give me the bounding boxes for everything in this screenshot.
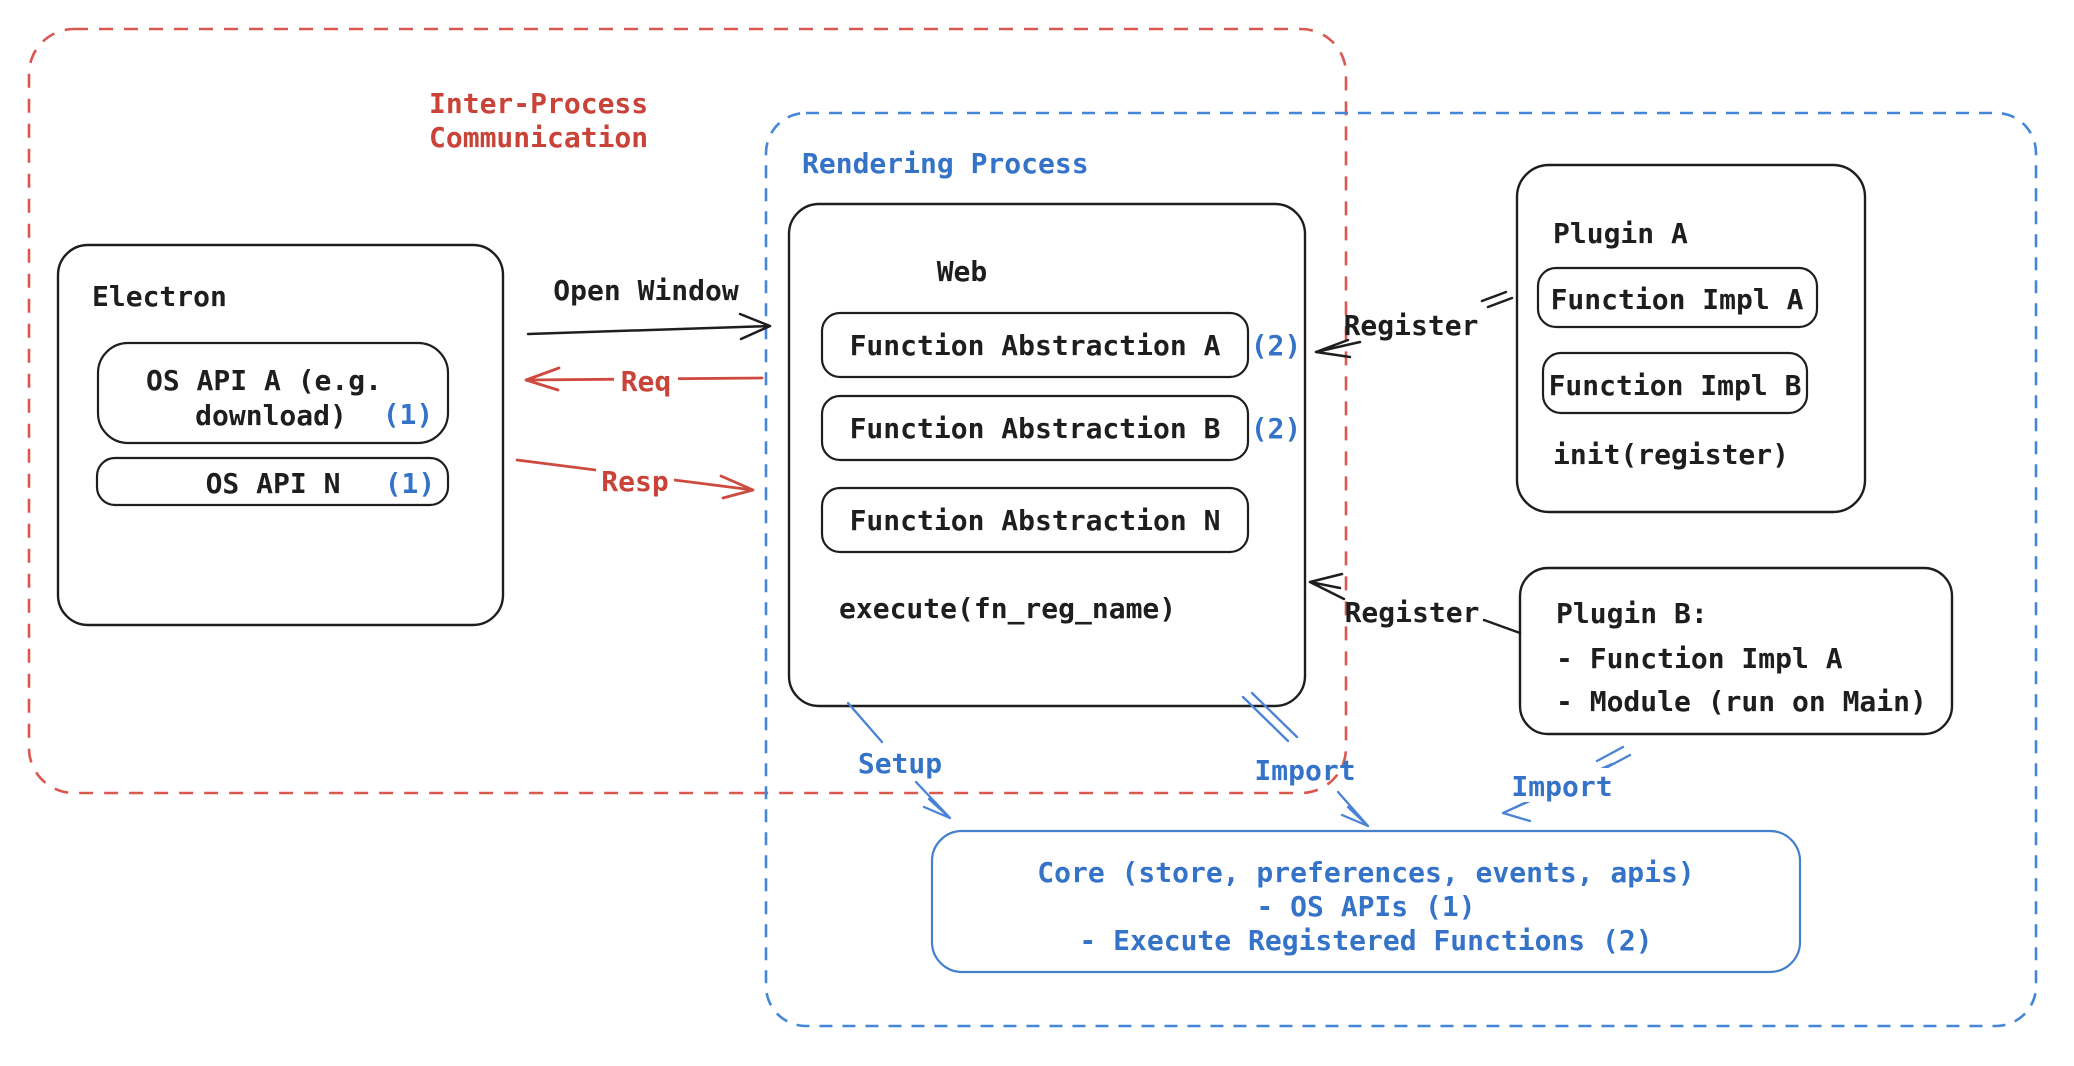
core-line1: Core (store, preferences, events, apis) [1037,856,1694,889]
setup-label: Setup [858,747,942,780]
function-abstraction-b-label: Function Abstraction B [850,412,1221,445]
register-bottom-head [1308,572,1346,601]
os-api-a-label-line2: download) [195,399,347,432]
setup-arrow: Setup [846,701,952,820]
function-abstraction-b-box [820,394,1250,462]
resp-label: Resp [601,465,668,498]
register-bottom-label: Register [1345,596,1480,629]
plugin-b-node: Plugin B: - Function Impl A - Module (ru… [1518,566,1954,736]
register-top-arrow: Register [1314,290,1514,359]
import-web-label: Import [1254,754,1355,787]
register-top-label: Register [1344,309,1479,342]
function-impl-a-box [1536,266,1819,329]
os-api-n-label: OS API N [206,467,341,500]
function-impl-a-label: Function Impl A [1551,283,1804,316]
function-impl-b-label: Function Impl B [1549,369,1802,402]
register-top-head [1314,338,1362,359]
core-line2: - OS APIs (1) [1256,890,1475,923]
rendering-region-title: Rendering Process [802,147,1089,180]
plugin-b-item-2: - Module (run on Main) [1556,685,1927,718]
import-web-segment1 [1241,691,1299,743]
ipc-region-title-line1: Inter-Process [429,87,648,120]
setup-arrow-segment1 [846,701,884,744]
req-label: Req [621,365,672,398]
electron-title: Electron [92,280,227,313]
execute-label: execute(fn_reg_name) [839,592,1176,625]
import-plugin-arrow: Import [1501,745,1632,823]
function-abstraction-a-box [820,311,1250,379]
web-node: Web Function Abstraction A (2) Function … [787,202,1307,708]
plugin-b-title: Plugin B: [1556,597,1708,630]
web-title: Web [937,255,988,288]
rendering-region-boundary [764,111,2038,1028]
init-register-label: init(register) [1553,438,1789,471]
function-impl-b-box [1541,351,1809,415]
function-abstraction-b-ref: (2) [1251,412,1302,445]
resp-arrow: Resp [515,458,755,500]
plugin-a-title: Plugin A [1553,217,1688,250]
os-api-a-box [96,341,450,445]
function-abstraction-a-label: Function Abstraction A [850,329,1221,362]
open-window-arrow: Open Window [526,274,772,341]
register-bottom-tail [1482,618,1522,635]
open-window-arrow-line [526,312,772,341]
plugin-b-item-1: - Function Impl A [1556,642,1843,675]
plugin-a-node: Plugin A Function Impl A Function Impl B… [1515,163,1867,514]
req-label-backdrop [614,362,678,398]
import-web-arrow: Import [1241,691,1370,828]
register-top-tail [1480,290,1514,309]
function-abstraction-n-box [820,486,1250,554]
register-bottom-arrow: Register [1308,572,1522,635]
import-plugin-label: Import [1511,770,1612,803]
os-api-n-ref: (1) [385,467,436,500]
core-line3: - Execute Registered Functions (2) [1079,924,1652,957]
setup-arrow-segment2 [914,780,952,820]
core-box [930,829,1802,974]
plugin-b-box [1518,566,1954,736]
plugin-a-box [1515,163,1867,514]
os-api-a-ref: (1) [383,398,434,431]
os-api-a-label-line1: OS API A (e.g. [146,364,382,397]
open-window-label: Open Window [553,274,739,307]
ipc-region-boundary [27,27,1348,795]
electron-node: Electron OS API A (e.g. download) (1) OS… [56,243,505,627]
req-arrow: Req [524,362,764,398]
import-plugin-label-backdrop [1508,768,1618,802]
import-web-segment2 [1336,790,1370,828]
function-abstraction-a-ref: (2) [1251,329,1302,362]
function-abstraction-n-label: Function Abstraction N [850,504,1221,537]
resp-label-backdrop [596,464,674,500]
core-node: Core (store, preferences, events, apis) … [930,829,1802,974]
import-plugin-tail [1595,745,1632,771]
os-api-n-box [95,456,450,507]
ipc-region-title-line2: Communication [429,121,648,154]
